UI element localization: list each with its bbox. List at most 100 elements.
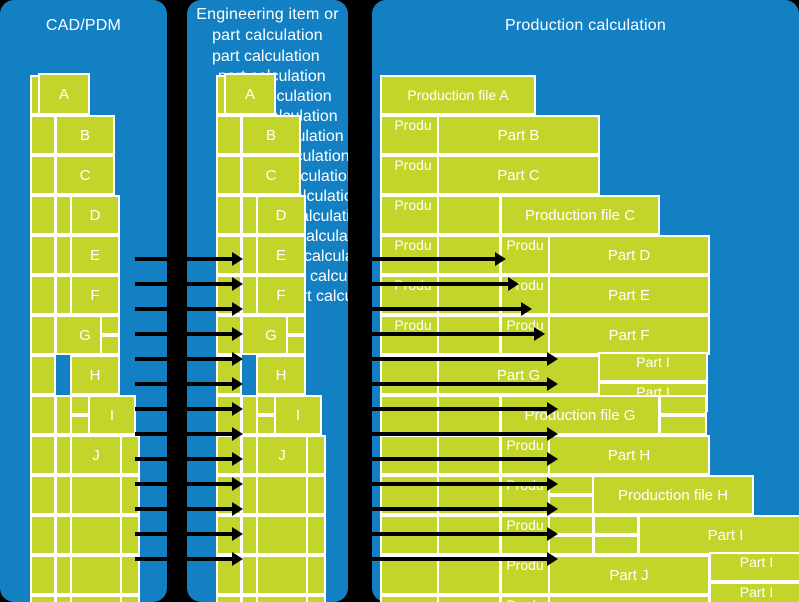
cell-part-b: Part B [437,115,600,155]
cell-spine [100,315,120,335]
flow-arrow-line [372,532,547,536]
cell-spine-clipped-part: Part I [709,582,799,602]
panel-cad-pdm-title: CAD/PDM [45,17,122,34]
flow-arrow-line [135,457,237,461]
flow-arrow-head [547,427,558,441]
cell-label-b: B [55,115,115,155]
cell-spine [380,435,446,475]
flow-arrow-line [372,507,547,511]
cell-spine-clipped-part: Part I [709,552,799,582]
flow-arrow-line [372,282,508,286]
flow-arrow-head [232,502,243,516]
flow-arrow-line [135,282,237,286]
cell-spine [30,355,56,395]
cell-spine [30,595,56,602]
cell-spine [216,595,242,602]
cell-part-j: Part J [548,555,710,595]
flow-arrow-head [547,502,558,516]
cell-spine [120,595,140,602]
cell-label-j: J [256,435,308,475]
cell-spine [380,555,446,595]
flow-arrow-head [232,427,243,441]
cell-spine [100,335,120,355]
column-gap-2 [348,0,372,602]
cell-label-b: B [241,115,301,155]
cell-spine [30,475,56,515]
flow-arrow-line [372,357,547,361]
cell-spine-clipped-part: Part I [598,352,708,382]
cell-spine [256,515,308,555]
flow-arrow-head [547,527,558,541]
flow-arrow-line [135,382,237,386]
cell-part-h: Part H [548,435,710,475]
flow-arrow-line [372,382,547,386]
cell-spine [216,155,242,195]
flow-arrow-head [232,452,243,466]
cell-label-h: H [70,355,120,395]
flow-arrow-head [232,477,243,491]
flow-arrow-head [495,252,506,266]
cell-spine [306,515,326,555]
cell-spine-clipped: Produ [500,235,550,275]
cell-spine [70,475,122,515]
flow-arrow-head [232,327,243,341]
flow-arrow-head [232,302,243,316]
flow-arrow-head [547,477,558,491]
cell-spine [120,555,140,595]
cell-spine [286,335,306,355]
flow-arrow-line [372,407,547,411]
cell-spine [286,315,306,335]
flow-arrow-head [521,302,532,316]
cell-label-e: E [70,235,120,275]
flow-arrow-line [135,557,237,561]
cell-spine [30,395,56,435]
cell-label-c: C [55,155,115,195]
cell-spine [256,395,276,415]
cell-spine [437,595,501,602]
cell-spine [30,155,56,195]
cell-spine [70,415,90,435]
flow-arrow-head [232,527,243,541]
cell-label-a: A [224,73,276,115]
cell-spine [437,435,501,475]
cell-label-j: J [70,435,122,475]
flow-arrow-line [135,482,237,486]
flow-arrow-line [135,357,237,361]
cell-spine-clipped: Produ [380,155,446,195]
cell-spine [306,435,326,475]
column-gap-1 [167,0,187,602]
cell-spine [306,555,326,595]
cell-spine-clipped: Produ [500,555,550,595]
cell-spine [659,395,707,415]
flow-arrow-line [135,307,237,311]
flow-arrow-head [232,402,243,416]
cell-production-file-h: Production file H [592,475,754,515]
cell-label-f: F [256,275,306,315]
flow-arrow-head [534,327,545,341]
cell-spine [30,195,56,235]
cell-label-f: F [70,275,120,315]
cell-label-c: C [241,155,301,195]
cell-spine [120,435,140,475]
cell-spine [30,275,56,315]
flow-arrow-line [372,332,534,336]
cell-label-h: H [256,355,306,395]
cell-spine [548,595,710,602]
cell-spine [30,235,56,275]
cell-spine [306,475,326,515]
cell-spine [659,415,707,435]
cell-label-i: I [88,395,136,435]
flow-arrow-head [547,552,558,566]
flow-arrow-line [372,432,547,436]
panel-engineering-title: Engineering item or part calculation [196,6,339,44]
cell-part-d: Part D [548,235,710,275]
cell-label-d: D [256,195,306,235]
cell-spine [437,395,501,435]
cell-spine-clipped: Produ [380,235,446,275]
cell-spine [70,395,90,415]
cell-part-c: Part C [437,155,600,195]
cell-part-f: Part F [548,315,710,355]
cell-label-e: E [256,235,306,275]
cell-spine [306,595,326,602]
cell-spine [216,115,242,155]
